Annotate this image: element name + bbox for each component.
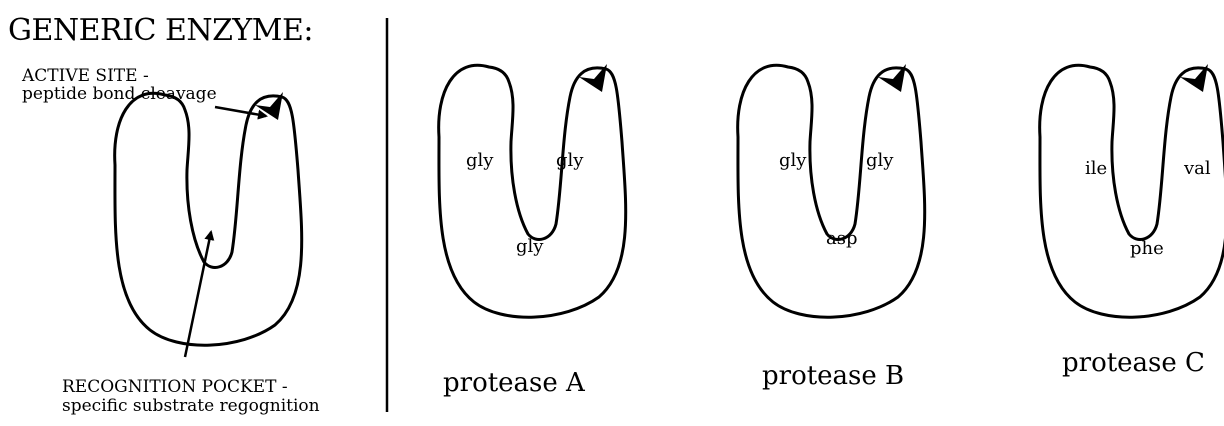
recognition-pocket-description: specific substrate regognition bbox=[62, 398, 320, 415]
generic-enzyme bbox=[115, 92, 302, 357]
protease-c-shape bbox=[1040, 64, 1224, 317]
protease-c-right-residue: val bbox=[1184, 160, 1211, 178]
active-site-label: ACTIVE SITE - bbox=[22, 68, 149, 85]
protease-a-caption: protease A bbox=[443, 370, 585, 396]
protease-b-shape bbox=[738, 64, 925, 317]
protease-b-caption: protease B bbox=[762, 363, 904, 389]
recognition-pocket-label: RECOGNITION POCKET - bbox=[62, 379, 288, 396]
protease-a-right-residue: gly bbox=[556, 152, 583, 170]
protease-a-shape bbox=[439, 64, 626, 317]
protease-a-bottom-residue: gly bbox=[516, 238, 543, 256]
protease-a-left-residue: gly bbox=[466, 152, 493, 170]
protease-b-bottom-residue: asp bbox=[826, 230, 858, 248]
protease-c-caption: protease C bbox=[1062, 350, 1205, 376]
generic-enzyme-title: GENERIC ENZYME: bbox=[8, 16, 313, 46]
active-site-arrow bbox=[215, 107, 266, 116]
protease-c-left-residue: ile bbox=[1085, 160, 1107, 178]
protease-b-left-residue: gly bbox=[779, 152, 806, 170]
protease-c-bottom-residue: phe bbox=[1130, 240, 1164, 258]
active-site-description: peptide bond cleavage bbox=[22, 86, 217, 103]
protease-b-right-residue: gly bbox=[866, 152, 893, 170]
